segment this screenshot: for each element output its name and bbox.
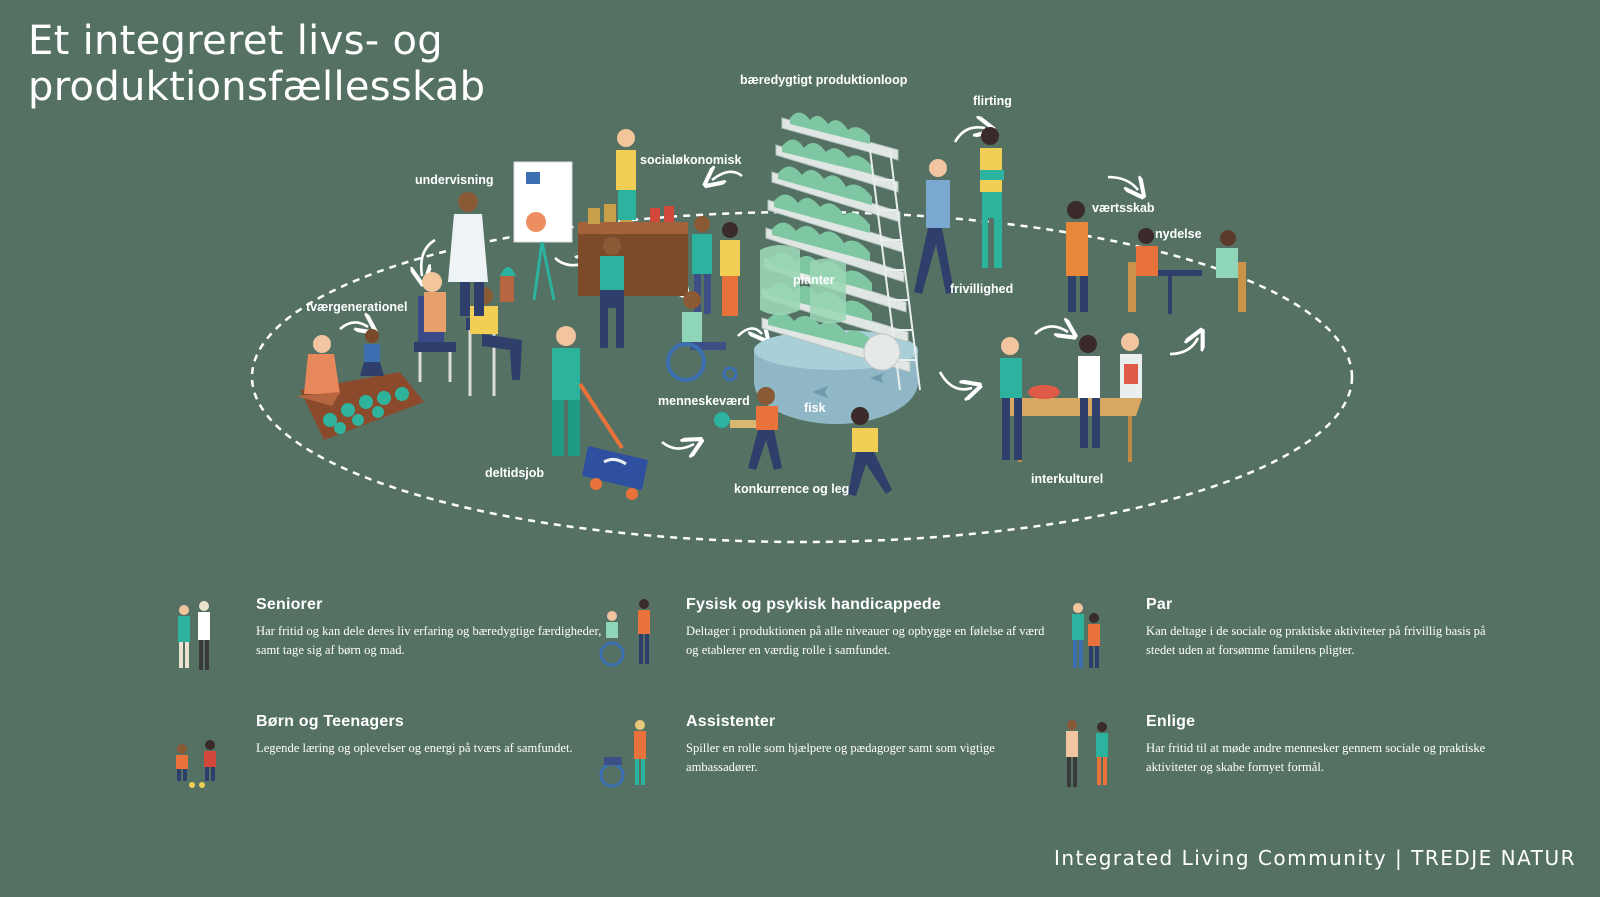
cooking-table-icon — [1000, 333, 1142, 462]
card-text: Har fritid og kan dele deres liv erfarin… — [256, 624, 602, 657]
label-production-loop: bæredygtigt produktionloop — [740, 73, 908, 87]
card-born-og-teenagers: Børn og Teenagers Legende læring og ople… — [176, 713, 616, 788]
arrow-icon — [737, 328, 762, 336]
children-icon — [176, 740, 216, 788]
card-enlige: Enlige Har fritid til at møde andre menn… — [1066, 713, 1506, 787]
card-title: Seniorer — [256, 596, 323, 613]
card-title: Fysisk og psykisk handicappede — [686, 596, 941, 613]
label-nydelse: nydelse — [1155, 227, 1202, 241]
label-deltidsjob: deltidsjob — [485, 466, 545, 480]
arrow-icon — [712, 172, 743, 180]
arrow-icon — [1169, 338, 1198, 356]
assistant-icon — [599, 720, 646, 788]
label-menneskevaerd: menneskeværd — [658, 394, 750, 408]
label-tvaergenerationel: tværgenerationel — [306, 300, 408, 314]
card-assistenter: Assistenter Spiller en rolle som hjælper… — [599, 713, 1046, 788]
title-line-2: produktionsfællesskab — [28, 64, 486, 110]
worker-with-cart-icon — [552, 326, 648, 500]
card-title: Par — [1146, 596, 1173, 613]
arrow-icon — [1034, 326, 1068, 334]
card-title: Enlige — [1146, 713, 1196, 730]
vertical-farm-icon — [754, 112, 921, 424]
card-handicappede: Fysisk og psykisk handicappede Deltager … — [599, 596, 1046, 667]
page-title: Et integreret livs- og produktionsfælles… — [28, 18, 485, 110]
standing-pair-icon — [692, 216, 740, 316]
card-seniorer: Seniorer Har fritid og kan dele deres li… — [178, 596, 616, 670]
label-konkurrence-og-leg: konkurrence og leg — [734, 482, 850, 496]
arrow-icon — [938, 371, 972, 389]
label-socialokonomisk: socialøkonomisk — [640, 153, 742, 167]
arrow-icon — [661, 442, 694, 449]
label-undervisning: undervisning — [415, 173, 494, 187]
walking-couple-icon — [914, 127, 1004, 294]
seniors-icon — [178, 601, 210, 670]
cafe-scene-icon — [1066, 201, 1246, 314]
community-illustration — [250, 112, 1354, 544]
card-text: Har fritid til at møde andre mennesker g… — [1146, 741, 1486, 774]
teacher-icon — [448, 161, 573, 316]
market-stand-icon — [578, 129, 688, 348]
card-text: Kan deltage i de sociale og praktiske ak… — [1146, 624, 1486, 657]
arrow-icon — [1107, 177, 1138, 190]
wheelchair-person-icon — [599, 599, 650, 667]
label-interkulturel: interkulturel — [1031, 472, 1104, 486]
card-title: Børn og Teenagers — [256, 713, 405, 730]
label-flirting: flirting — [973, 94, 1012, 108]
children-playing-icon — [714, 387, 892, 496]
couple-icon — [1072, 603, 1100, 668]
arrow-icon — [953, 127, 985, 143]
intergenerational-scene-icon — [296, 329, 424, 440]
arrow-icon — [339, 322, 368, 329]
label-vaertsskab: værtsskab — [1092, 201, 1155, 215]
arrow-icon — [421, 238, 436, 276]
label-planter: planter — [793, 273, 835, 287]
footer-credit: Integrated Living Community | TREDJE NAT… — [1053, 846, 1576, 870]
card-title: Assistenter — [686, 713, 776, 730]
card-par: Par Kan deltage i de sociale og praktisk… — [1072, 596, 1506, 668]
label-fisk: fisk — [804, 401, 826, 415]
card-text: Spiller en rolle som hjælpere og pædagog… — [686, 741, 995, 774]
card-text: Legende læring og oplevelser og energi p… — [256, 741, 573, 755]
singles-icon — [1066, 720, 1108, 787]
label-frivillighed: frivillighed — [950, 282, 1014, 296]
wheelchair-user-icon — [666, 291, 738, 382]
card-text: Deltager i produktionen på alle niveauer… — [686, 624, 1045, 657]
title-line-1: Et integreret livs- og — [28, 18, 443, 64]
